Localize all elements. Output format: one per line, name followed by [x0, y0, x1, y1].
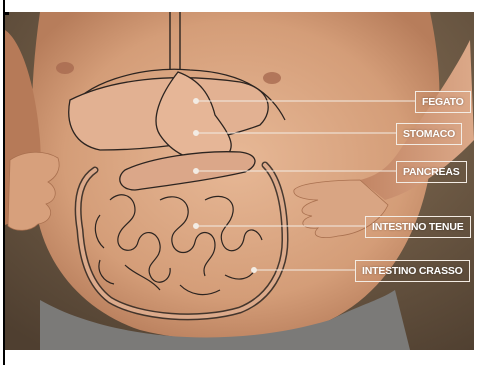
left-nipple — [56, 62, 74, 74]
frame-right — [474, 0, 486, 365]
corner-tick — [3, 12, 9, 15]
label-liver: FEGATO — [415, 91, 471, 113]
label-small-intestine: INTESTINO TENUE — [365, 216, 471, 238]
frame-top — [0, 0, 486, 12]
left-border-line — [3, 0, 5, 365]
label-pancreas: PANCREAS — [396, 161, 467, 183]
right-nipple — [263, 72, 281, 84]
label-stomach: STOMACO — [396, 123, 462, 145]
label-large-intestine: INTESTINO CRASSO — [355, 260, 470, 282]
frame-bottom — [0, 350, 486, 365]
